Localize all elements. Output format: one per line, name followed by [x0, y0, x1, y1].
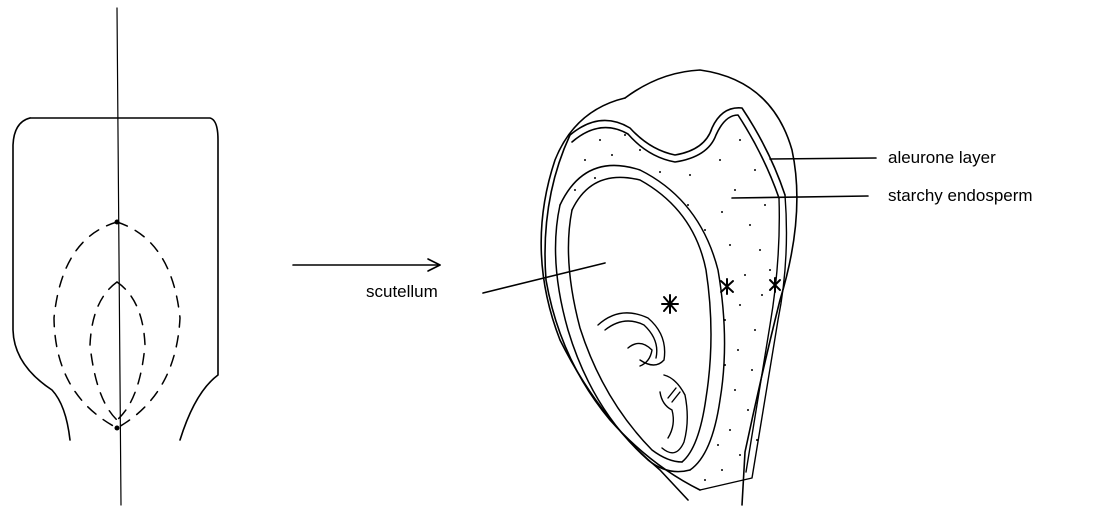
- embryo-base-dot: [115, 426, 120, 431]
- scutellum-outline: [556, 165, 725, 471]
- scutellum-label: scutellum: [366, 283, 438, 300]
- scutellum-leader-line: [483, 263, 605, 293]
- aleurone-leader-line: [770, 158, 876, 159]
- starchy-endosperm-label: starchy endosperm: [888, 187, 1033, 204]
- embryo-outline-dashed: [54, 222, 180, 428]
- whole-seed-outline: [13, 118, 218, 440]
- embryo-tip-dot: [115, 220, 120, 225]
- endosperm-boundary: [700, 195, 786, 490]
- arrow-right: [293, 259, 440, 271]
- cut-line: [117, 8, 121, 505]
- starchy-leader-line: [732, 196, 868, 198]
- embryo-axis: [598, 313, 687, 453]
- aleurone-layer-label: aleurone layer: [888, 149, 996, 166]
